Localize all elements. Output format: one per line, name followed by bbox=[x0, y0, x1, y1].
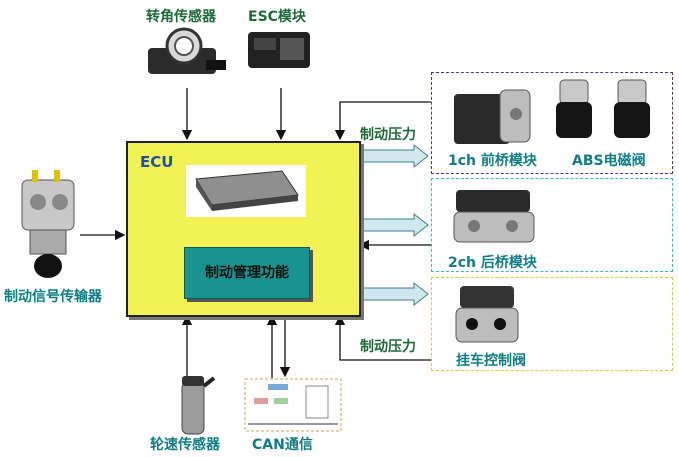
steering-angle-sensor-label: 转角传感器 bbox=[146, 9, 216, 25]
rear-axle-module-image bbox=[453, 190, 535, 243]
brake-pressure-label-bottom: 制动压力 bbox=[360, 339, 416, 355]
esc-module-image bbox=[248, 32, 310, 68]
abs-valve-image-2 bbox=[614, 79, 650, 138]
front-axle-module-image bbox=[454, 89, 531, 144]
rear-axle-group-box bbox=[431, 178, 673, 272]
front-axle-module-label: 1ch 前桥模块 bbox=[448, 153, 537, 169]
ecu-title: ECU bbox=[140, 153, 174, 171]
esc-module-label: ESC模块 bbox=[248, 9, 306, 25]
ecu-block: ECU 制动管理功能 bbox=[126, 141, 361, 317]
brake-signal-transmitter-image bbox=[21, 170, 75, 278]
rear-axle-module-label: 2ch 后桥模块 bbox=[448, 255, 537, 271]
wheel-speed-sensor-label: 轮速传感器 bbox=[150, 437, 220, 453]
trailer-group-box bbox=[431, 277, 673, 371]
trailer-control-valve-label: 挂车控制阀 bbox=[456, 353, 526, 369]
can-communication-label: CAN通信 bbox=[252, 437, 313, 453]
ecu-unit-image bbox=[186, 165, 306, 217]
brake-signal-transmitter-label: 制动信号传输器 bbox=[4, 289, 102, 305]
steering-angle-sensor-image bbox=[148, 27, 226, 74]
brake-management-function: 制动管理功能 bbox=[184, 247, 310, 299]
wheel-speed-sensor-image bbox=[181, 376, 216, 435]
front-axle-group-box bbox=[431, 72, 673, 174]
abs-valve-image-1 bbox=[556, 79, 592, 138]
trailer-control-valve-image bbox=[455, 286, 519, 343]
can-communication-image bbox=[244, 378, 342, 432]
abs-valve-label: ABS电磁阀 bbox=[572, 153, 646, 169]
brake-pressure-label-top: 制动压力 bbox=[360, 127, 416, 143]
